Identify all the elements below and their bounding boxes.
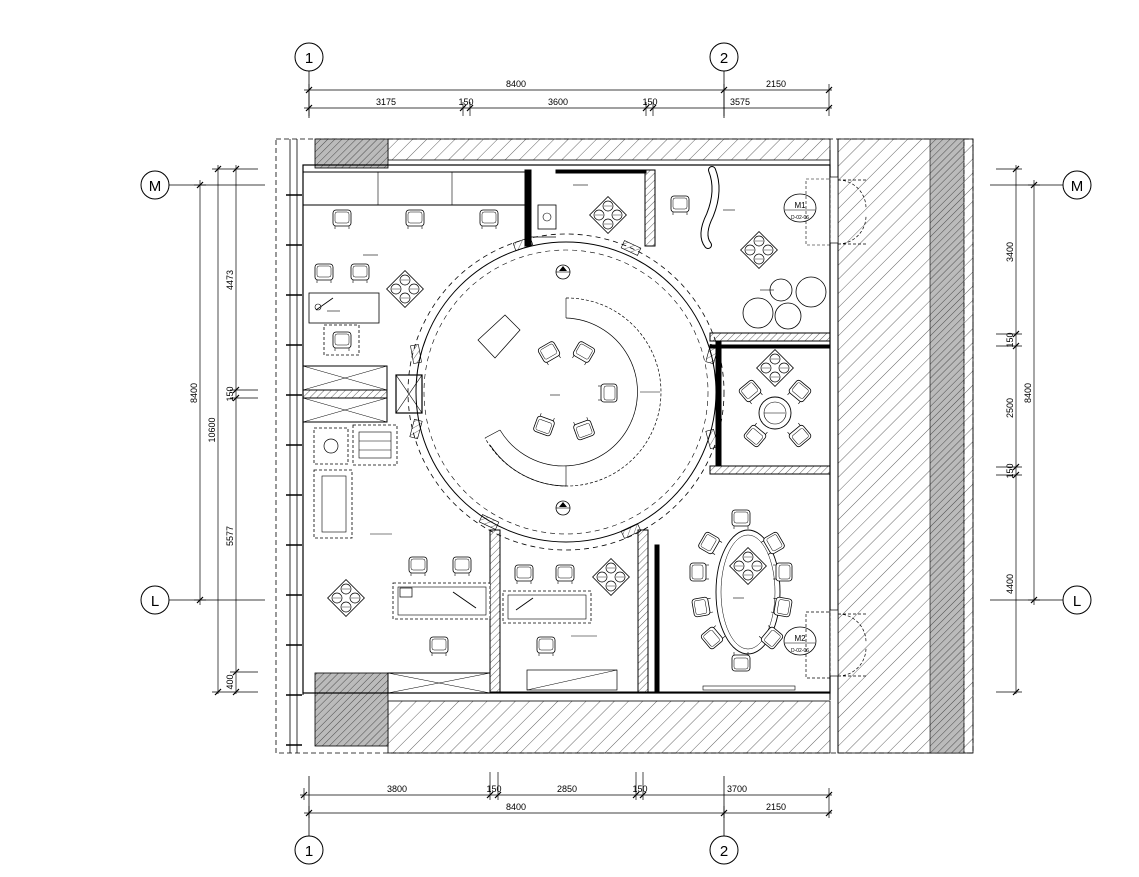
dim-top-seg-5: 3575 — [730, 97, 750, 107]
dim-right-outer: 8400 — [1023, 383, 1033, 403]
dim-top-seg-3: 3600 — [548, 97, 568, 107]
dim-bottom-seg-4: 150 — [632, 784, 647, 794]
dim-top-seg-1: 3175 — [376, 97, 396, 107]
section-marker-top — [555, 264, 571, 280]
top-dimension-chain — [304, 84, 833, 116]
office-top-left-furniture — [308, 209, 499, 356]
grid-axis-L-left: L — [140, 585, 265, 615]
dim-right-inner-3: 2500 — [1005, 398, 1015, 418]
right-dimension-chain — [996, 165, 1040, 696]
top-small-room — [530, 170, 627, 238]
bottom-middle-office — [502, 558, 630, 691]
dim-right-inner-1: 3400 — [1005, 242, 1015, 262]
room-label-marks — [327, 184, 785, 637]
grid-axis-label: 2 — [720, 50, 728, 67]
door-tag-m2: M2 D-02-06 — [783, 626, 817, 656]
dim-right-inner-2: 150 — [1005, 332, 1015, 347]
round-room-chairs — [532, 340, 618, 441]
dim-bottom-seg-2: 150 — [486, 784, 501, 794]
grid-axis-M-right: M — [990, 170, 1092, 200]
dim-left-inner-1: 4473 — [225, 270, 235, 290]
dim-bottom-overall-2: 2150 — [766, 802, 786, 812]
section-marker-bottom — [555, 500, 571, 516]
dim-top-overall-1: 8400 — [506, 79, 526, 89]
grid-axis-1-bottom: 1 — [294, 776, 324, 865]
dim-top-seg-2: 150 — [458, 97, 473, 107]
door-tag-m1: M1 D-02-06 — [783, 193, 817, 223]
dim-right-inner-4: 150 — [1005, 463, 1015, 478]
dim-left-inner-3: 5577 — [225, 526, 235, 546]
door-tag-label: M2 — [794, 634, 806, 643]
dim-left-inner-2: 150 — [225, 386, 235, 401]
lounge-room — [670, 166, 827, 330]
round-table-room — [737, 349, 813, 449]
grid-axis-label: M — [149, 178, 162, 195]
door-m1-frame — [805, 178, 831, 246]
dim-bottom-seg-5: 3700 — [727, 784, 747, 794]
door-tag-code: D-02-06 — [791, 215, 809, 221]
dim-top-overall-2: 2150 — [766, 79, 786, 89]
grid-axis-label: M — [1071, 178, 1084, 195]
central-round-room — [407, 233, 725, 551]
grid-axis-label: 1 — [305, 843, 313, 860]
left-dimension-chain — [194, 165, 258, 696]
grid-axis-label: 2 — [720, 843, 728, 860]
facade-mullions — [286, 194, 302, 746]
dim-right-inner-5: 4400 — [1005, 574, 1015, 594]
bottom-dimension-chain — [300, 772, 833, 818]
building-outline — [275, 138, 974, 754]
dim-left-outer: 10600 — [207, 417, 217, 442]
conference-room — [689, 509, 796, 691]
grid-axis-label: 1 — [305, 50, 313, 67]
dim-bottom-seg-1: 3800 — [387, 784, 407, 794]
door-tag-label: M1 — [794, 201, 806, 210]
dim-left-mid: 8400 — [189, 383, 199, 403]
grid-axis-L-right: L — [990, 585, 1092, 615]
door-m2 — [805, 609, 867, 679]
lower-left-office — [313, 424, 491, 657]
grid-axis-label: L — [151, 593, 159, 610]
grid-axis-label: L — [1073, 593, 1081, 610]
grid-axis-M-left: M — [140, 170, 265, 200]
dim-left-inner-4: 400 — [225, 674, 235, 689]
dim-bottom-overall-1: 8400 — [506, 802, 526, 812]
dim-top-seg-4: 150 — [642, 97, 657, 107]
dim-bottom-seg-3: 2850 — [557, 784, 577, 794]
door-tag-code: D-02-06 — [791, 648, 809, 654]
